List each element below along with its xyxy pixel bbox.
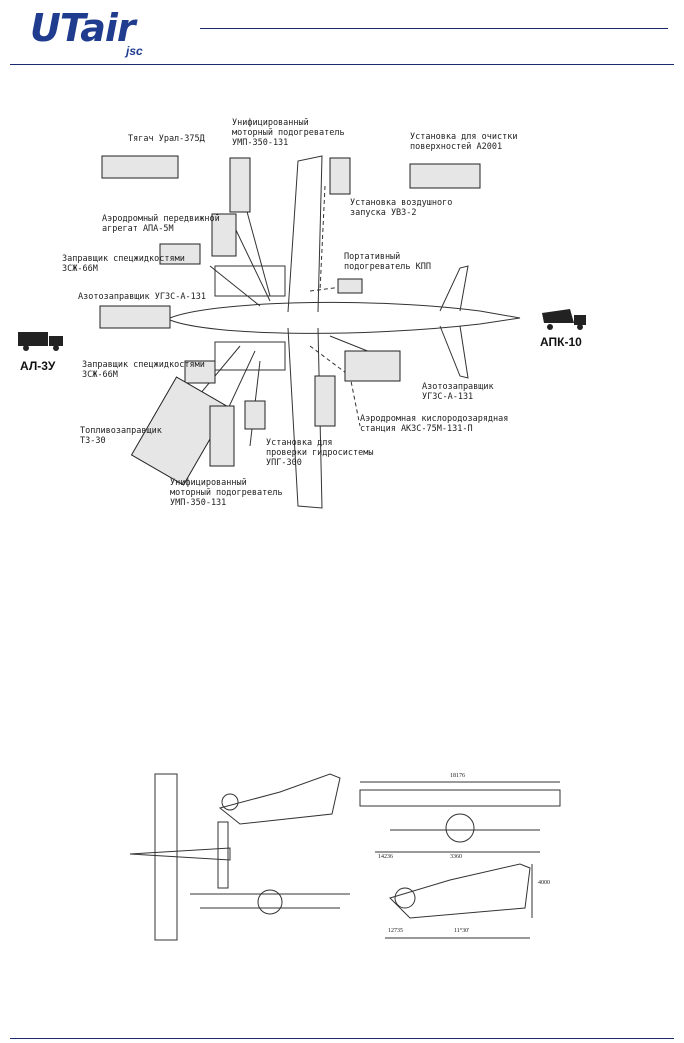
vehicle-tz [130,376,230,486]
line-apa [234,227,271,302]
aircraft-drawings: 18176 14236 3360 12735 4000 11°30' [120,768,580,944]
vehicle-ural [101,155,179,179]
tail-bottom-outline [439,325,469,379]
plan-tail [217,821,229,889]
label-ugzs-right: Азотозаправщик УГЗС-А-131 [422,382,494,402]
label-ural: Тягач Урал-375Д [128,134,205,144]
right-side-view [389,863,531,919]
label-a2001: Установка для очистки поверхностей А2001 [410,132,518,152]
apk10-truck [540,307,590,331]
right-side-engine [394,887,416,909]
al3u-label: АЛ-3У [20,359,56,373]
vehicle-kpp [337,278,363,294]
upper-wing-outline [287,155,323,313]
side-view [218,773,341,825]
vehicle-ugzs-right [344,350,401,382]
vehicle-uvz [329,157,351,195]
fuselage-outline [169,301,521,334]
label-ugzs-top: Азотозаправщик УГЗС-А-131 [78,292,206,302]
dim-half: 14236 [378,854,393,860]
vehicle-apa [211,213,237,257]
vehicle-a2001 [409,163,481,189]
engine-box-bottom [214,341,286,371]
al3u-truck [18,330,66,352]
header-rule [10,64,674,65]
truck-icon [18,332,63,351]
dim-track: 3360 [450,854,462,860]
label-akzs: Аэродромная кислородозарядная станция АК… [360,414,509,434]
label-upg: Установка для проверки гидросистемы УПГ-… [266,438,374,468]
label-apa: Аэродромный передвижной агрегат АПА-5М [102,214,220,234]
label-zszh-top: Заправщик спецжидкостями ЗСЖ-66М [62,254,185,274]
aircraft-service-svg [99,155,521,509]
label-zszh-bottom: Заправщик спецжидкостями ЗСЖ-66М [82,360,205,380]
vehicle-ugzs-top [99,305,171,329]
footer-rule [10,1038,674,1039]
label-uvz: Установка воздушного запуска УВЗ-2 [350,198,453,218]
vehicle-zszh-top [159,243,201,265]
logo-text: UTair [30,6,136,50]
label-tz: Топливозаправщик ТЗ-30 [80,426,162,446]
side-engine [221,793,239,811]
engine-box-top [214,265,286,297]
three-view-svg [129,773,561,941]
line-zszh [209,265,261,307]
dump-truck-icon [542,309,586,330]
plan-fuselage [129,847,231,861]
right-front-engine [445,813,475,843]
vehicle-ump-top [229,157,251,213]
label-ump-top: Унифицированный моторный подогреватель У… [232,118,345,148]
front-engine [257,889,283,915]
dim-angle: 11°30' [454,928,470,934]
right-front-wing [359,789,561,807]
vehicle-upg [244,400,266,430]
ground-service-diagram: Тягач Урал-375Д Унифицированный моторный… [60,106,640,522]
apk10-label: АПК-10 [540,335,582,349]
vehicle-akzs [314,375,336,427]
vehicle-zszh-bottom [184,360,216,384]
line-uvz [319,185,326,292]
dim-span: 18176 [450,773,465,779]
dim-length: 12735 [388,928,403,934]
label-ump-bottom: Унифицированный моторный подогреватель У… [170,478,283,508]
utair-logo: UTair jsc [30,6,180,60]
tail-top-outline [439,265,469,312]
logo-subtext: jsc [126,44,143,58]
vehicle-ump-bottom [209,405,235,467]
dim-height: 4000 [538,880,550,886]
header-top-rule [200,28,668,29]
label-kpp: Портативный подогреватель КПП [344,252,431,272]
